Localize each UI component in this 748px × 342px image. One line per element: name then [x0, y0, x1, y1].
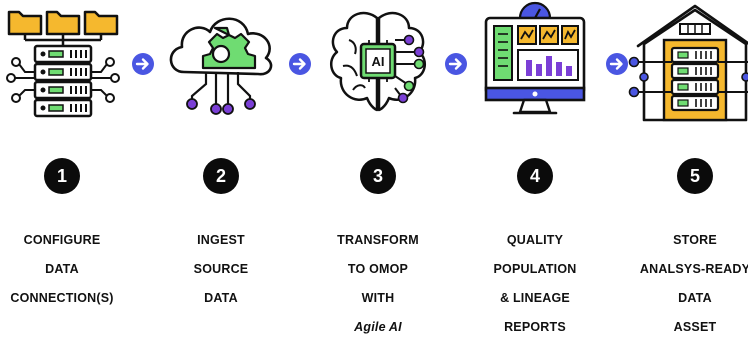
step-3: AI 3 TRANSFORM TO OMOP WITH Agile AI: [303, 0, 453, 334]
step-label: TRANSFORM TO OMOP WITH Agile AI: [303, 226, 453, 342]
right-arrow-icon: [132, 53, 154, 75]
step-number-badge: 4: [517, 158, 553, 194]
right-arrow-icon: [606, 53, 628, 75]
step-5: 5 STORE ANALSYS-READY DATA ASSET: [620, 0, 748, 334]
step-1: 1 CONFIGURE DATA CONNECTION(S): [0, 0, 137, 331]
step-number: 4: [529, 165, 540, 186]
step-number-badge: 2: [203, 158, 239, 194]
step-label-line: WITH: [361, 291, 395, 305]
step-label: INGEST SOURCE DATA: [146, 226, 296, 313]
step-number: 5: [689, 165, 700, 186]
step-label-line: STORE: [673, 233, 717, 247]
step-2: 2 INGEST SOURCE DATA: [146, 0, 296, 331]
server-folders-icon: [6, 10, 120, 118]
cloud-gear-icon: [169, 17, 273, 115]
step-label-line: QUALITY: [506, 233, 564, 247]
step-label-line: TRANSFORM: [337, 233, 419, 247]
step-label-line: DATA: [204, 291, 238, 305]
step-number: 3: [372, 165, 383, 186]
right-arrow-icon: [445, 53, 467, 75]
step-label-line: POPULATION: [493, 262, 577, 276]
step-label-line: INGEST: [197, 233, 245, 247]
step-label: QUALITY POPULATION & LINEAGE REPORTS: [460, 226, 610, 342]
step-label: CONFIGURE DATA CONNECTION(S): [0, 226, 137, 313]
step-label-line: REPORTS: [504, 320, 566, 334]
step-label-line: CONNECTION(S): [10, 291, 114, 305]
step-label-line: DATA: [45, 262, 79, 276]
dashboard-monitor-icon: [484, 1, 586, 115]
step-number-badge: 3: [360, 158, 396, 194]
step-label-line: DATA: [678, 291, 712, 305]
step-number: 2: [215, 165, 226, 186]
warehouse-icon: [628, 4, 748, 122]
step-label-line: & LINEAGE: [500, 291, 570, 305]
step-number-badge: 1: [44, 158, 80, 194]
step-label-line: Agile AI: [354, 320, 402, 334]
step-number-badge: 5: [677, 158, 713, 194]
step-4: 4 QUALITY POPULATION & LINEAGE REPORTS: [460, 0, 610, 334]
step-label-line: SOURCE: [193, 262, 249, 276]
ai-brain-icon: AI: [329, 11, 427, 112]
step-label: STORE ANALSYS-READY DATA ASSET: [620, 226, 748, 342]
right-arrow-icon: [289, 53, 311, 75]
step-label-line: CONFIGURE: [23, 233, 101, 247]
step-label-line: ASSET: [673, 320, 717, 334]
step-number: 1: [56, 165, 67, 186]
step-label-line: TO OMOP: [347, 262, 409, 276]
svg-text:AI: AI: [372, 54, 385, 69]
step-label-line: ANALSYS-READY: [639, 262, 748, 276]
